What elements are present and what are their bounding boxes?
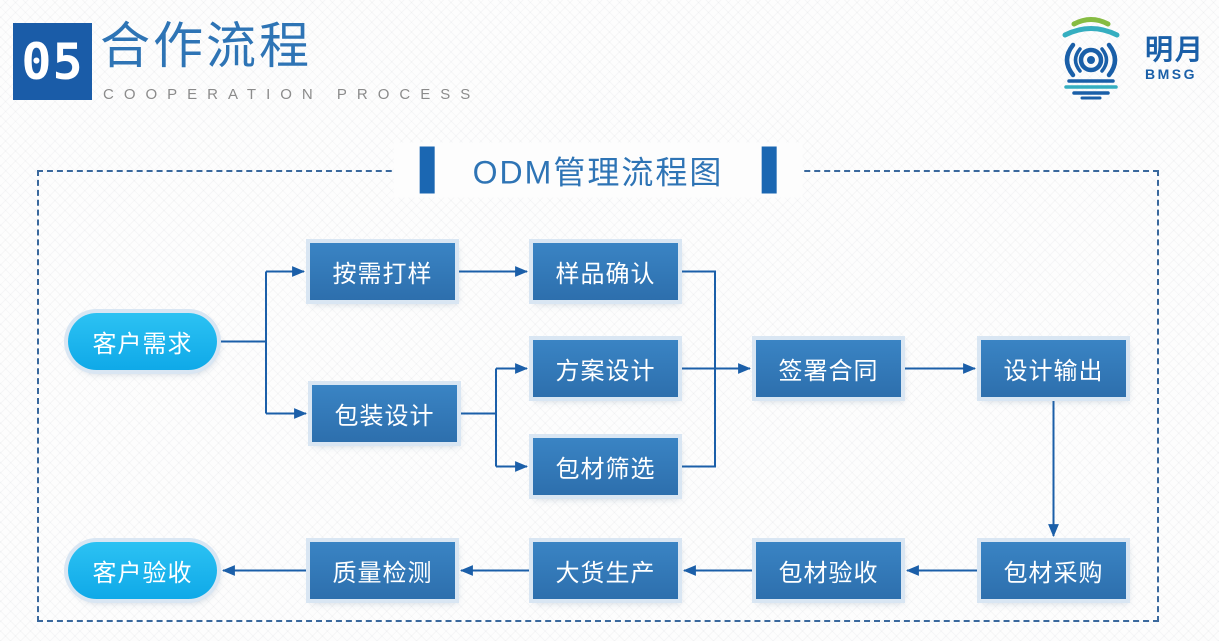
flow-node-customer-acceptance: 客户验收	[68, 542, 217, 599]
diagram-title-group: ODM管理流程图	[393, 142, 803, 198]
flow-node-material-purchase: 包材采购	[981, 542, 1126, 599]
flow-node-quality-inspection: 质量检测	[310, 542, 455, 599]
brand-name-en: BMSG	[1144, 65, 1197, 82]
section-number-badge: 05	[13, 23, 92, 100]
brand-name-cn: 明月	[1144, 33, 1205, 65]
page-subtitle: COOPERATION PROCESS	[103, 86, 481, 103]
flow-node-contract-signing: 签署合同	[756, 340, 901, 397]
flow-node-sample-confirmation: 样品确认	[533, 243, 678, 300]
flow-node-material-screening: 包材筛选	[533, 438, 678, 495]
flow-node-design-output: 设计输出	[981, 340, 1126, 397]
title-accent-bar-right	[761, 146, 777, 194]
brand-logo: 明月 BMSG	[1045, 13, 1205, 103]
brand-logo-icon	[1062, 17, 1120, 100]
flow-node-mass-production: 大货生产	[533, 542, 678, 599]
title-accent-bar-left	[419, 146, 435, 194]
flow-node-customer-demand: 客户需求	[68, 313, 217, 370]
page-title: 合作流程	[100, 17, 312, 75]
brand-logo-text: 明月 BMSG	[1144, 33, 1205, 82]
flow-node-solution-design: 方案设计	[533, 340, 678, 397]
flow-node-sample-making: 按需打样	[310, 243, 455, 300]
flow-node-packaging-design: 包装设计	[312, 385, 457, 442]
flow-diagram-panel: ODM管理流程图	[37, 142, 1159, 622]
diagram-title: ODM管理流程图	[472, 154, 724, 190]
flow-node-material-acceptance: 包材验收	[756, 542, 901, 599]
